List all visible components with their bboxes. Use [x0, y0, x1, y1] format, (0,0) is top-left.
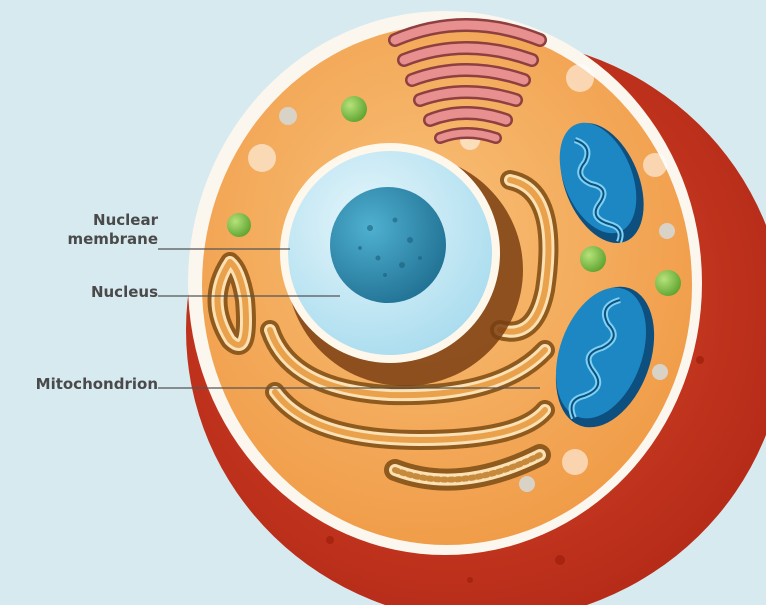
label-nuclear-membrane: Nuclear membrane — [40, 211, 158, 249]
label-nucleus-text: Nucleus — [40, 283, 158, 302]
nucleolus — [330, 187, 446, 303]
label-nucleus: Nucleus — [40, 283, 158, 302]
label-nuclear-membrane-line2: membrane — [40, 230, 158, 249]
label-mitochondrion-text: Mitochondrion — [0, 375, 158, 394]
label-mitochondrion: Mitochondrion — [0, 375, 158, 394]
label-nuclear-membrane-line1: Nuclear — [40, 211, 158, 230]
